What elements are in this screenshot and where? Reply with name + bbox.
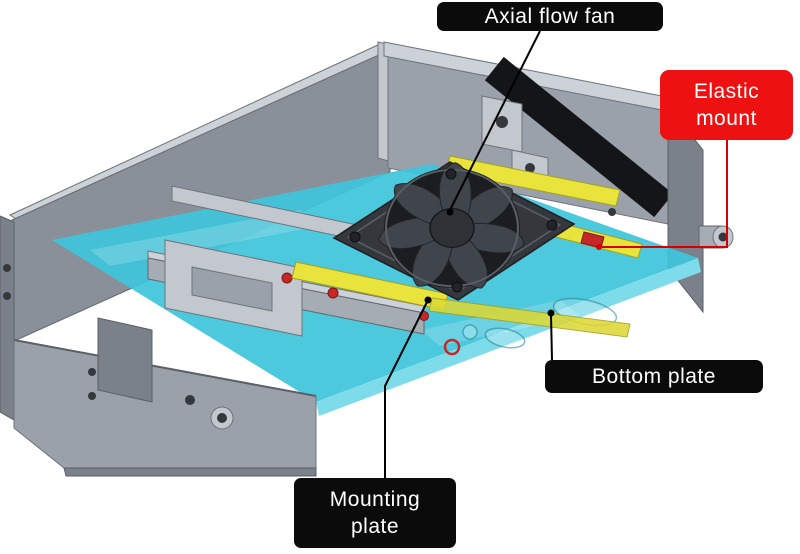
left-wall-hole bbox=[3, 292, 11, 300]
label-bottom-plate-text: Bottom plate bbox=[592, 364, 716, 388]
callout-line-elastic-mount bbox=[599, 140, 728, 248]
plate-boss bbox=[484, 327, 526, 349]
fan-corner-screw bbox=[451, 281, 463, 293]
fan-corner-screw bbox=[349, 231, 361, 243]
label-axial-flow-fan: Axial flow fan bbox=[437, 2, 663, 31]
floor-front-junction bbox=[13, 339, 317, 397]
connector-hole bbox=[718, 232, 728, 242]
front-bottom-edge bbox=[63, 467, 317, 477]
label-mounting-plate-line1: Mounting bbox=[329, 487, 421, 511]
standoff-block-hole bbox=[525, 163, 535, 173]
mounting-plate-strip-bottom bbox=[428, 297, 631, 338]
callout-line-mounting-plate bbox=[384, 299, 429, 478]
front-wall-cutout bbox=[97, 317, 153, 403]
label-elastic-mount: Elastic mount bbox=[660, 70, 793, 140]
exhaust-vent-slot bbox=[484, 56, 674, 218]
plate-reflection bbox=[420, 300, 580, 346]
chassis-front bbox=[0, 215, 317, 477]
back-wall-screw-hole bbox=[608, 208, 616, 216]
plate-screw-boss bbox=[462, 324, 478, 340]
callout-lines bbox=[384, 30, 728, 478]
left-outer-column bbox=[0, 215, 15, 421]
rail-screw-red bbox=[281, 272, 293, 284]
fan-hub bbox=[429, 207, 475, 249]
fan-rotor bbox=[378, 162, 525, 289]
rail-screw-red bbox=[327, 287, 339, 299]
label-bottom-plate: Bottom plate bbox=[545, 360, 763, 393]
elastic-mount-ring bbox=[443, 338, 461, 356]
callout-dot-axial-fan bbox=[446, 208, 454, 216]
label-axial-flow-fan-text: Axial flow fan bbox=[484, 4, 616, 28]
callout-dot-elastic-mount bbox=[596, 244, 602, 250]
label-elastic-mount-line1: Elastic bbox=[693, 79, 760, 103]
front-wall-hole bbox=[185, 395, 195, 405]
u-bracket-opening bbox=[191, 266, 273, 312]
bottom-plate-front-edge bbox=[316, 258, 701, 416]
callout-dot-mounting-plate bbox=[424, 296, 432, 304]
callout-line-axial-fan bbox=[449, 30, 541, 211]
fan-corner-screw bbox=[445, 168, 457, 180]
axial-flow-fan bbox=[332, 161, 576, 301]
callout-line-bottom-plate bbox=[550, 314, 553, 361]
front-wall-hole bbox=[88, 368, 96, 376]
fan-corner-screw bbox=[546, 219, 558, 231]
left-wall-hole bbox=[3, 264, 11, 272]
label-mounting-plate: Mounting plate bbox=[294, 478, 456, 548]
standoff-hole bbox=[496, 116, 508, 128]
label-mounting-plate-line2: plate bbox=[350, 515, 400, 538]
label-elastic-mount-line2: mount bbox=[696, 107, 757, 130]
front-wall-hole bbox=[88, 392, 96, 400]
front-connector-hole bbox=[217, 413, 227, 423]
callout-dot-bottom-plate bbox=[547, 309, 555, 317]
